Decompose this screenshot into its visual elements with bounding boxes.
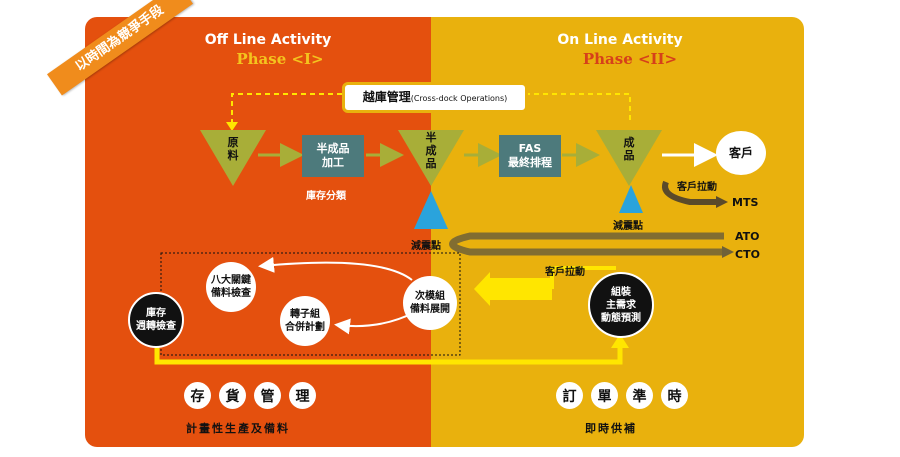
semi-triangle: [398, 130, 464, 186]
ato-band-head: [722, 246, 734, 258]
order-ontime-bubbles: 訂 單 準 時: [556, 382, 688, 409]
bubble-char: 理: [289, 382, 316, 409]
crossdock-label: 越庫管理: [362, 90, 411, 104]
bottom-left-caption: 計畫性生產及備料: [186, 422, 290, 435]
fas-line1: FAS: [518, 142, 542, 155]
online-phase: Phase <II>: [582, 50, 678, 68]
ato-label: ATO: [735, 230, 760, 243]
next-line1: 次模組: [415, 291, 445, 302]
offline-phase: Phase <I>: [236, 50, 324, 68]
raw-label: 原料: [227, 136, 239, 162]
planning-dotted-box: [160, 252, 461, 356]
inventory-mgmt-bubbles: 存 貨 管 理: [184, 382, 316, 409]
pull-top-label: 客戶拉動: [677, 182, 717, 193]
buffer-triangle-right: [619, 185, 643, 213]
buffer-left-label: 減震點: [411, 241, 441, 252]
invcheck-line2: 週轉檢查: [136, 321, 176, 332]
assembly-line2: 主需求: [606, 299, 636, 311]
eight-line1: 八大關鍵: [211, 275, 251, 286]
finished-label: 成品: [623, 136, 635, 162]
crossdock-dashed-line: [231, 93, 631, 124]
offline-title: Off Line Activity: [204, 32, 332, 48]
cto-label: CTO: [735, 248, 760, 261]
assembly-line3: 動態預測: [601, 312, 641, 324]
yellow-arrow-head: [474, 272, 490, 306]
raw-triangle: [200, 130, 266, 186]
mts-label: MTS: [732, 196, 759, 209]
bubble-char: 貨: [219, 382, 246, 409]
customer-node: 客戶: [716, 131, 766, 175]
mts-curve-head: [716, 196, 728, 208]
buffer-triangle-left: [414, 191, 448, 229]
bubble-char: 準: [626, 382, 653, 409]
bubble-char: 時: [661, 382, 688, 409]
crossdock-box: 越庫管理(Cross-dock Operations): [342, 82, 528, 113]
transfer-line2: 合併計劃: [285, 322, 325, 333]
inventory-check-circle: 庫存週轉檢查: [128, 292, 184, 348]
eight-key-circle: 八大關鍵備料檢查: [206, 262, 256, 312]
fas-line2: 最終排程: [508, 156, 552, 169]
assembly-line1: 組裝: [611, 286, 631, 298]
bubble-char: 訂: [556, 382, 583, 409]
yellow-arrow-body: [490, 278, 552, 300]
buffer-right-label: 減震點: [613, 221, 643, 232]
bubble-char: 單: [591, 382, 618, 409]
finished-triangle: [596, 130, 662, 186]
loop-arrow-next-to-eight: [258, 256, 413, 281]
semiproc-box: 半成品加工: [302, 135, 364, 177]
eight-line2: 備料檢查: [211, 288, 251, 299]
assembly-circle: 組裝主需求動態預測: [588, 272, 654, 338]
invcheck-line1: 庫存: [146, 308, 166, 319]
transfer-circle: 轉子組合併計劃: [280, 296, 330, 346]
pull-mid-label: 客戶拉動: [545, 267, 585, 278]
inventory-class-label: 庫存分類: [306, 191, 346, 202]
customer-label: 客戶: [728, 145, 753, 160]
online-title: On Line Activity: [557, 32, 683, 48]
mts-curve-arrow: [662, 180, 718, 205]
crossdock-arrow-head: [226, 122, 238, 131]
crossdock-sublabel: (Cross-dock Operations): [410, 94, 508, 103]
semi-label: 半成品: [425, 131, 437, 170]
loop-arrow-next-to-transfer: [334, 311, 416, 335]
bubble-char: 管: [254, 382, 281, 409]
next-line2: 備料展開: [410, 304, 450, 315]
yellow-loop-head: [611, 334, 629, 348]
next-module-circle: 次模組備料展開: [403, 276, 457, 330]
ato-band: [449, 232, 724, 256]
yellow-loop-bottom: [154, 345, 623, 365]
transfer-line1: 轉子組: [290, 309, 320, 320]
bottom-right-caption: 即時供補: [585, 422, 637, 435]
semiproc-line2: 加工: [322, 156, 344, 169]
bubble-char: 存: [184, 382, 211, 409]
semiproc-line1: 半成品: [316, 142, 350, 155]
